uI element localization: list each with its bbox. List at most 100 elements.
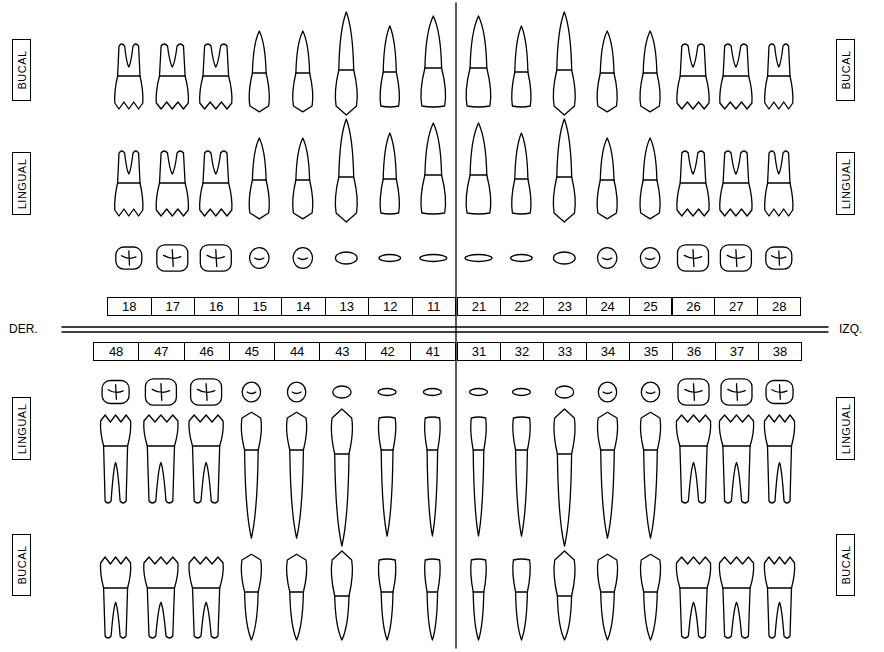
tooth-outline [677,44,709,109]
molar-occlusal [766,381,793,404]
surface-label: BUCAL [16,50,27,89]
tooth-number-box: 25 [629,297,673,316]
tooth-number: 45 [245,345,259,358]
cervical-line [601,591,615,592]
incisor-occlusal [379,255,401,262]
cervical-line [381,591,393,592]
molar-occlusal [720,245,751,271]
incisor-occlusal [378,389,396,396]
tooth-outline [513,559,530,640]
cervical-line [515,178,528,179]
tooth-number-box: 37 [715,342,759,361]
tooth-number: 38 [773,345,787,358]
tooth-outline [378,417,395,536]
surface-label-box: LINGUAL [836,152,855,215]
molar-occlusal [678,379,709,405]
cervical-line [193,587,220,588]
tooth-number-box: 12 [368,297,413,316]
occlusal-fissure [727,250,744,267]
tooth-number: 31 [472,345,486,358]
tooth-outline [156,151,188,216]
cervical-line [160,182,186,183]
surface-label: LINGUAL [840,403,851,454]
tooth-number-box: 11 [412,297,457,316]
tooth-number-box: 36 [672,342,716,361]
tooth-outline [597,412,617,538]
cervical-line [601,449,615,450]
tooth-number: 48 [109,345,123,358]
tooth-number: 23 [558,300,572,313]
tooth-outline [293,31,313,112]
cervical-line [296,72,310,73]
tooth-outline [335,12,357,115]
cervical-line [557,453,571,454]
cervical-line [335,595,349,596]
premolar-occlusal [250,248,269,269]
cervical-line [160,75,186,76]
tooth-outline [719,415,753,503]
tooth-outline [144,415,178,503]
tooth-outline [640,412,660,538]
cervical-line [680,75,706,76]
tooth-number-box: 32 [500,342,544,361]
occlusal-fissure [292,392,301,394]
occlusal-fissure [152,384,169,401]
cervical-line [147,587,174,588]
tooth-number-box: 15 [238,297,283,316]
surface-label: LINGUAL [16,403,27,454]
tooth-outline [466,16,491,107]
surface-label-box: LINGUAL [836,397,855,460]
surface-label: LINGUAL [840,158,851,209]
cervical-line [600,72,614,73]
occlusal-fissure [646,392,655,394]
tooth-outline [676,557,710,638]
tooth-outline [471,417,486,536]
tooth-outline [293,138,313,219]
tooth-number-box: 14 [281,297,326,316]
tooth-number-box: 47 [138,342,184,361]
cervical-line [104,587,128,588]
tooth-number: 41 [426,345,440,358]
tooth-outline [764,415,794,503]
arch-divider-line [62,326,828,327]
canine-occlusal [555,386,573,398]
premolar-occlusal [640,248,659,269]
tooth-number-box: 26 [672,297,716,316]
surface-label: BUCAL [840,545,851,584]
occlusal-fissure [685,384,702,401]
cervical-line [516,591,528,592]
tooth-number-box: 16 [194,297,239,316]
tooth-number-box: 43 [319,342,365,361]
tooth-number: 12 [383,300,397,313]
canine-occlusal [333,386,351,398]
cervical-line [193,445,220,446]
molar-occlusal [116,247,142,269]
tooth-outline [378,559,395,640]
molar-occlusal [678,245,709,271]
tooth-number-box: 28 [757,297,801,316]
tooth-number: 36 [687,345,701,358]
occlusal-fissure [646,258,655,260]
cervical-line [768,445,792,446]
surface-label: BUCAL [840,50,851,89]
tooth-number: 27 [729,300,743,313]
tooth-outline [189,415,223,503]
tooth-number-box: 24 [586,297,630,316]
tooth-outline [765,44,793,109]
occlusal-fissure [122,251,137,265]
tooth-number: 15 [253,300,267,313]
tooth-number: 35 [644,345,658,358]
cervical-line [427,591,438,592]
tooth-number: 47 [154,345,168,358]
tooth-number: 32 [515,345,529,358]
incisor-occlusal [470,389,488,396]
cervical-line [104,445,128,446]
occlusal-fissure [603,392,612,394]
cervical-line [245,449,259,450]
surface-label: LINGUAL [16,158,27,209]
tooth-number: 37 [730,345,744,358]
premolar-occlusal [598,382,616,402]
cervical-line [643,179,657,180]
cervical-line [723,182,749,183]
